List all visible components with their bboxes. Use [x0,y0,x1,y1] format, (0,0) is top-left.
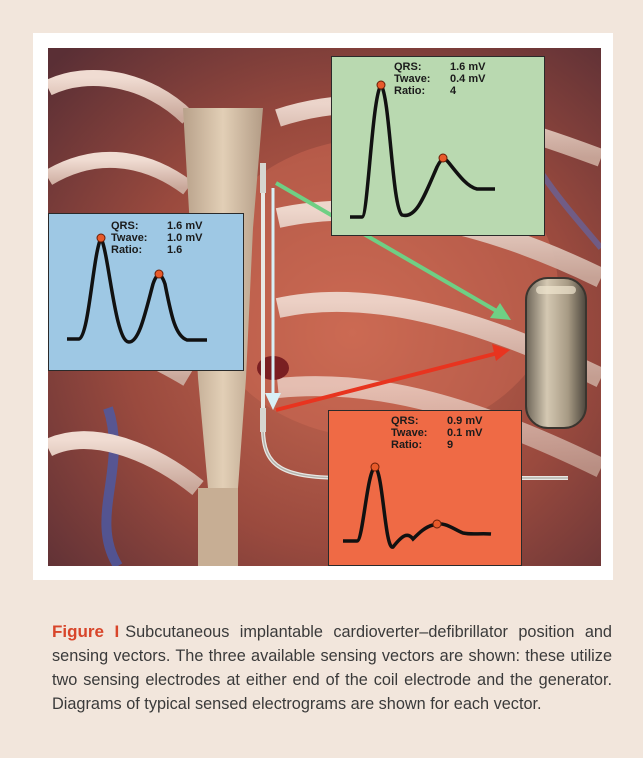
caption-text: Subcutaneous implantable cardioverter–de… [52,623,612,713]
twave-peak-marker [439,154,447,162]
qrs-peak-marker [371,463,379,471]
figure-caption: Figure ISubcutaneous implantable cardiov… [52,620,612,716]
sensing-panel-green: QRS:1.6 mV Twave:0.4 mV Ratio:4 [331,56,545,236]
proximal-electrode [260,163,266,193]
figure-label: Figure I [52,622,119,641]
trace-line [350,85,495,217]
electrogram-blue [49,214,245,372]
twave-peak-marker [433,520,441,528]
sensing-panel-blue: QRS:1.6 mV Twave:1.0 mV Ratio:1.6 [48,213,244,371]
anatomy-illustration: QRS:1.6 mV Twave:0.4 mV Ratio:4 QRS:1.6 … [48,48,601,566]
sternum-lower [198,488,238,566]
qrs-peak-marker [377,81,385,89]
trace-line [67,238,207,342]
generator-highlight [536,286,576,294]
icd-generator [526,278,586,428]
electrogram-green [332,57,546,237]
electrogram-red [329,411,523,566]
trace-line [343,467,491,547]
sensing-panel-red: QRS:0.9 mV Twave:0.1 mV Ratio:9 [328,410,522,566]
distal-electrode [260,408,266,432]
twave-peak-marker [155,270,163,278]
qrs-peak-marker [97,234,105,242]
